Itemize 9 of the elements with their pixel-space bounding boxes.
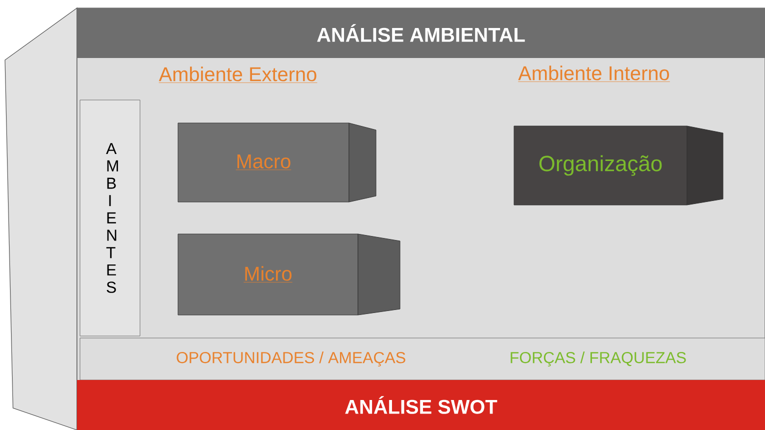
label-column: A M B I E N T E S bbox=[80, 100, 140, 336]
block-box: Macro bbox=[178, 122, 376, 202]
result-strip: OPORTUNIDADES / AMEAÇAS FORÇAS / FRAQUEZAS bbox=[80, 338, 765, 380]
title-band: ANÁLISE SWOT bbox=[77, 380, 765, 430]
title-band: ANÁLISE AMBIENTAL bbox=[77, 8, 765, 58]
section-heading: Ambiente Externo bbox=[158, 66, 318, 83]
block-box: Micro bbox=[178, 234, 400, 316]
block-box: Organização bbox=[514, 126, 724, 206]
section-heading: Ambiente Interno bbox=[518, 66, 670, 82]
